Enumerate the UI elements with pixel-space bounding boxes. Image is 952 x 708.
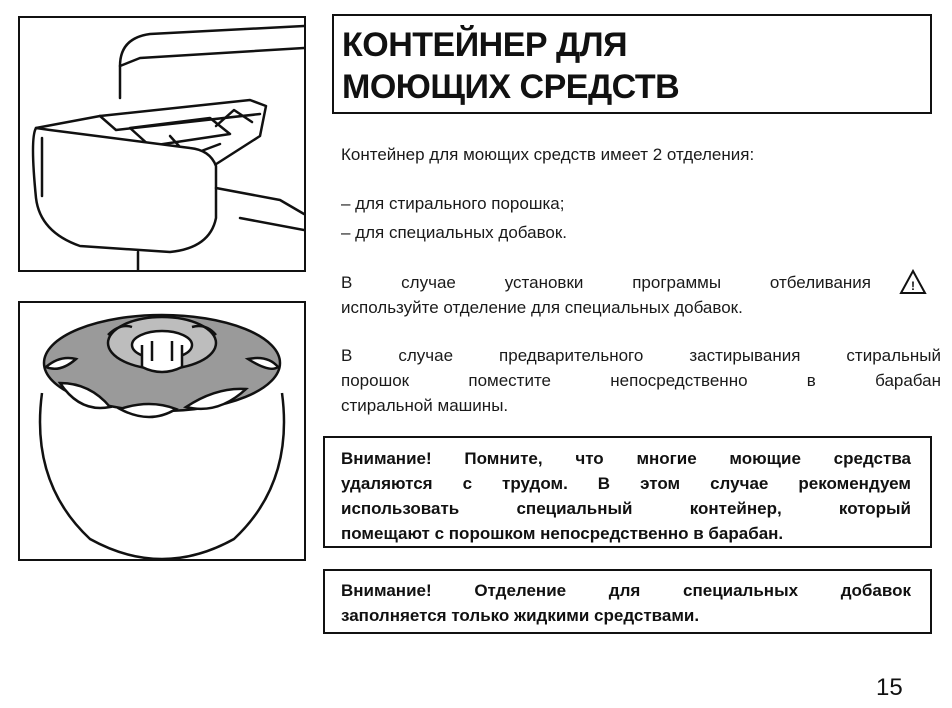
warning-box-1 [323,436,932,548]
bleach-note-line-2: используйте отделение для специальных до… [341,298,743,317]
dispenser-ball-figure [18,301,306,561]
intro-text: Контейнер для моющих средств имеет 2 отд… [341,145,755,164]
warning1-line-3: использовать специальный контейнер, кото… [341,499,911,518]
svg-text:!: ! [911,279,915,293]
prewash-note-line-2: порошок поместите непосредственно в бара… [341,371,941,390]
dispenser-ball-illustration [38,313,286,561]
prewash-note-line-3: стиральной машины. [341,396,509,415]
warning1-line-2: удаляются с трудом. В этом случае рекоме… [341,474,911,493]
list-item-additives: – для специальных добавок. [341,223,568,242]
page-title-line-2: МОЮЩИХ СРЕДСТВ [342,68,680,106]
warning-box-2 [323,569,932,634]
detergent-drawer-figure [18,16,306,272]
prewash-note-line-1: В случае предварительного застирывания с… [341,346,941,365]
list-item-powder: – для стирального порошка; [341,194,565,213]
warning2-line-1: Внимание! Отделение для специальных доба… [341,581,911,600]
bleach-note-line-1: В случае установки программы отбеливания [341,273,871,292]
page-title-line-1: КОНТЕЙНЕР ДЛЯ [342,26,628,64]
title-box [332,14,932,114]
page-number: 15 [876,674,903,701]
warning1-line-1: Внимание! Помните, что многие моющие сре… [341,449,911,468]
warning2-line-2: заполняется только жидкими средствами. [341,606,700,625]
warning-triangle-icon: ! [899,269,927,294]
warning1-line-4: помещают с порошком непосредственно в ба… [341,524,784,543]
detergent-drawer-illustration [31,24,306,272]
